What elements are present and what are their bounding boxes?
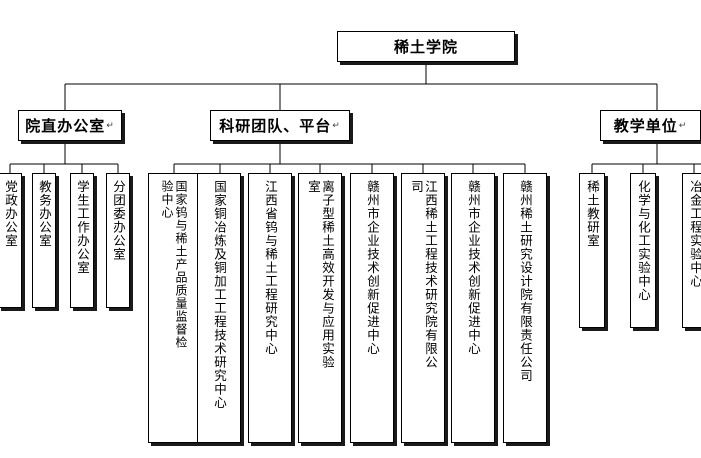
teaching-unit-3: 冶金工程实验中心: [682, 173, 701, 328]
office-unit-label: 分团委办公室: [111, 180, 126, 261]
teaching-unit-2: 化学与化工实验中心: [630, 173, 656, 328]
branch-teaching-node: 教学单位 ↵: [600, 110, 701, 141]
office-unit-party: 党政办公室: [0, 173, 22, 308]
office-unit-label: 教务办公室: [37, 180, 52, 248]
paragraph-mark: ↵: [106, 120, 115, 131]
branch-teaching-label: 教学单位: [613, 117, 678, 135]
teaching-unit-1: 稀土教研室: [579, 173, 605, 328]
branch-research-node: 科研团队、平台 ↵: [210, 110, 350, 141]
research-unit-label: 赣州市企业技术创新促进中心: [466, 180, 481, 356]
research-unit-label: 赣州稀土研究设计院有限责任公司: [518, 180, 533, 383]
research-unit-label: 江西省钨与稀土工程研究中心: [263, 180, 278, 356]
office-unit-youth-league: 分团委办公室: [106, 173, 130, 308]
teaching-unit-label: 冶金工程实验中心: [688, 180, 701, 288]
office-unit-academic: 教务办公室: [32, 173, 56, 308]
branch-research-label: 科研团队、平台: [219, 117, 332, 135]
research-unit-7: 赣州市企业技术创新促进中心: [451, 173, 495, 443]
research-unit-1: 国家钨与稀土产品质量监督检验中心: [148, 173, 200, 443]
research-unit-label: 江西稀土工程技术研究院有限公司: [409, 180, 438, 369]
research-unit-8: 赣州稀土研究设计院有限责任公司: [503, 173, 547, 443]
research-unit-label: 赣州市企业技术创新促进中心: [365, 180, 380, 356]
research-unit-4: 离子型稀土高效开发与应用实验室: [298, 173, 342, 443]
branch-office-node: 院直办公室 ↵: [18, 110, 122, 141]
research-unit-2: 国家铜冶炼及铜加工工程技术研究中心: [197, 173, 241, 443]
branch-office-label: 院直办公室: [25, 117, 106, 135]
root-label: 稀土学院: [393, 38, 458, 56]
office-unit-student: 学生工作办公室: [70, 173, 94, 308]
research-unit-6: 江西稀土工程技术研究院有限公司: [401, 173, 445, 443]
root-node: 稀土学院: [337, 31, 515, 62]
office-unit-label: 党政办公室: [3, 180, 18, 248]
paragraph-mark: ↵: [678, 120, 688, 131]
teaching-unit-label: 化学与化工实验中心: [636, 180, 651, 302]
research-unit-3: 江西省钨与稀土工程研究中心: [248, 173, 292, 443]
research-unit-label: 国家铜冶炼及铜加工工程技术研究中心: [212, 180, 227, 410]
teaching-unit-label: 稀土教研室: [585, 180, 600, 248]
research-unit-label: 国家钨与稀土产品质量监督检验中心: [160, 180, 188, 349]
research-unit-label: 离子型稀土高效开发与应用实验室: [306, 180, 335, 369]
research-unit-5: 赣州市企业技术创新促进中心: [350, 173, 394, 443]
office-unit-label: 学生工作办公室: [75, 180, 90, 275]
paragraph-mark: ↵: [332, 120, 341, 131]
